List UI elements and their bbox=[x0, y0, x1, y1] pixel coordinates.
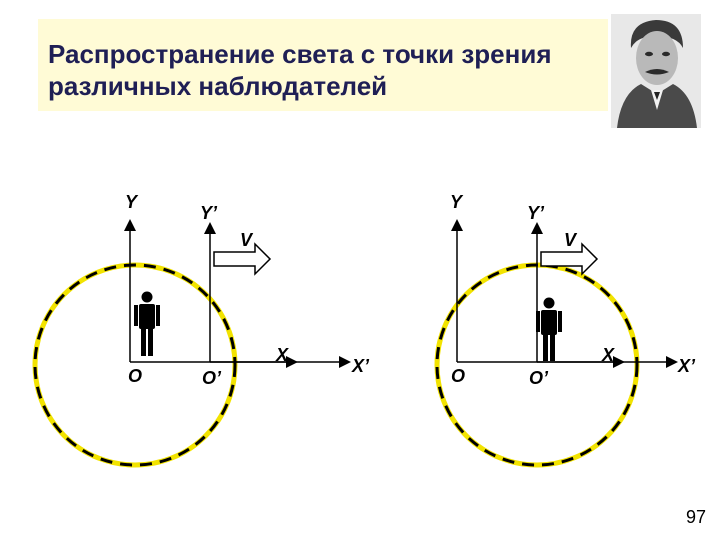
observer-figure bbox=[134, 291, 160, 356]
x-axis-label: X bbox=[601, 345, 615, 365]
origin-label: O bbox=[128, 366, 142, 386]
origin-prime-label: O’ bbox=[202, 368, 222, 388]
y-prime-axis-label: Y’ bbox=[200, 203, 218, 223]
diagram-moving-frame: Y Y’ V O O’ X X’ bbox=[434, 192, 696, 468]
title-box: Распространение света с точки зрения раз… bbox=[38, 19, 608, 111]
x-prime-axis-label: X’ bbox=[677, 356, 696, 376]
page-number: 97 bbox=[685, 507, 706, 527]
velocity-label: V bbox=[564, 230, 578, 250]
y-axis-label: Y bbox=[450, 192, 464, 212]
velocity-arrow bbox=[213, 242, 272, 276]
origin-label: O bbox=[451, 366, 465, 386]
wavefront-circle-dashes bbox=[33, 263, 237, 467]
slide-title-line-2: различных наблюдателей bbox=[48, 71, 388, 101]
origin-prime-label: O’ bbox=[529, 368, 549, 388]
x-axis-label: X bbox=[275, 345, 289, 365]
velocity-arrow bbox=[540, 242, 599, 276]
slide-title-line-1: Распространение света с точки зрения bbox=[48, 39, 552, 69]
portrait-photo bbox=[611, 14, 701, 128]
velocity-label: V bbox=[240, 230, 254, 250]
y-prime-axis-label: Y’ bbox=[527, 203, 545, 223]
diagram-stationary-frame: Y Y’ V O O’ X X’ bbox=[32, 192, 370, 468]
x-prime-axis-label: X’ bbox=[351, 356, 370, 376]
observer-figure bbox=[536, 297, 562, 361]
y-axis-label: Y bbox=[125, 192, 139, 212]
